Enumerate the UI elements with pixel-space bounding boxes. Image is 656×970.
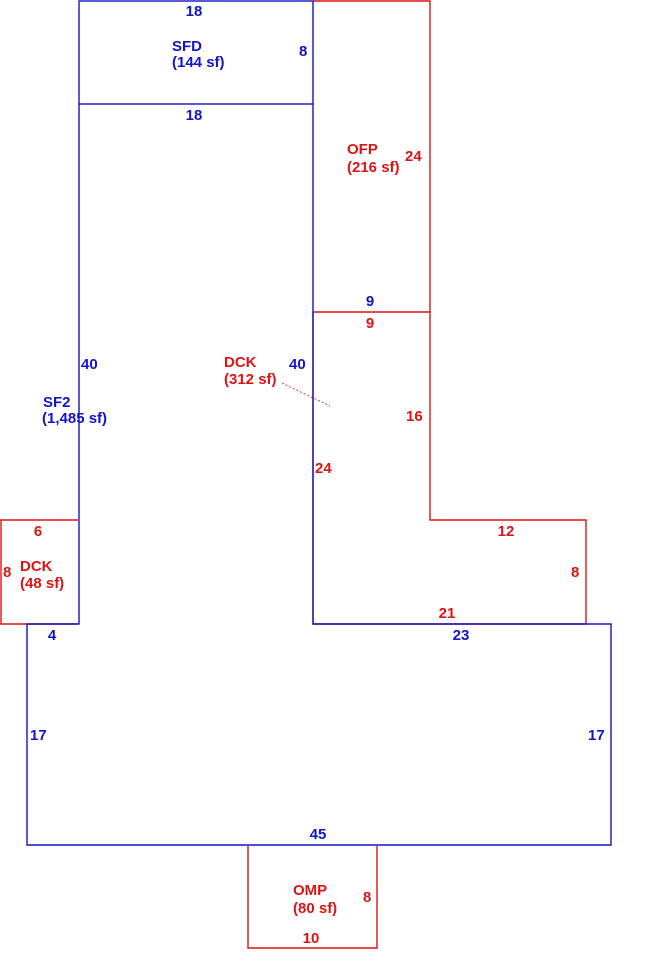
- dck-main-outline: [312, 311, 587, 625]
- sf2-dim-step: 4: [48, 627, 57, 644]
- sf2-code: SF2: [43, 394, 71, 411]
- sfd-dim-bottom: 18: [186, 107, 203, 124]
- sfd-dim-right: 8: [299, 43, 307, 60]
- dck-main-dim-ledge: 12: [498, 523, 515, 540]
- dck-leader-line: [281, 382, 331, 407]
- ofp-code: OFP: [347, 141, 378, 158]
- sfd-outline: [78, 0, 314, 105]
- ofp-outline: [313, 0, 431, 312]
- sf2-area: (1,485 sf): [42, 410, 107, 427]
- omp-outline: [247, 846, 378, 949]
- dck-small-code: DCK: [20, 558, 53, 575]
- sfd-code: SFD: [172, 38, 202, 55]
- sf2-dim-right-lower: 17: [588, 727, 605, 744]
- sf2-dim-top-right: 23: [453, 627, 470, 644]
- dck-main-dim-bottom: 21: [439, 605, 456, 622]
- omp-area: (80 sf): [293, 900, 337, 917]
- sfd-dim-top: 18: [186, 3, 203, 20]
- ofp-area: (216 sf): [347, 159, 400, 176]
- dck-main-dim-right: 8: [571, 564, 579, 581]
- omp-dim-bottom: 10: [303, 930, 320, 947]
- dck-main-dim-top: 9: [366, 315, 374, 332]
- dck-small-area: (48 sf): [20, 575, 64, 592]
- ofp-dim-bottom: 9: [366, 293, 374, 310]
- sfd-area: (144 sf): [172, 54, 225, 71]
- sf2-dim-right-upper: 40: [289, 356, 306, 373]
- sf2-dim-left-lower: 17: [30, 727, 47, 744]
- dck-main-dim-left: 24: [315, 460, 332, 477]
- dck-main-code: DCK: [224, 354, 257, 371]
- sf2-dim-left-upper: 40: [81, 356, 98, 373]
- sf2-outline: [26, 104, 612, 846]
- dck-main-dim-inner: 16: [406, 408, 423, 425]
- dck-main-area: (312 sf): [224, 371, 277, 388]
- omp-dim-side: 8: [363, 889, 371, 906]
- dck-small-dim-left: 8: [3, 564, 11, 581]
- sf2-dim-bottom: 45: [310, 826, 327, 843]
- omp-code: OMP: [293, 882, 327, 899]
- ofp-dim-side: 24: [405, 148, 422, 165]
- dck-small-dim-top: 6: [34, 523, 42, 540]
